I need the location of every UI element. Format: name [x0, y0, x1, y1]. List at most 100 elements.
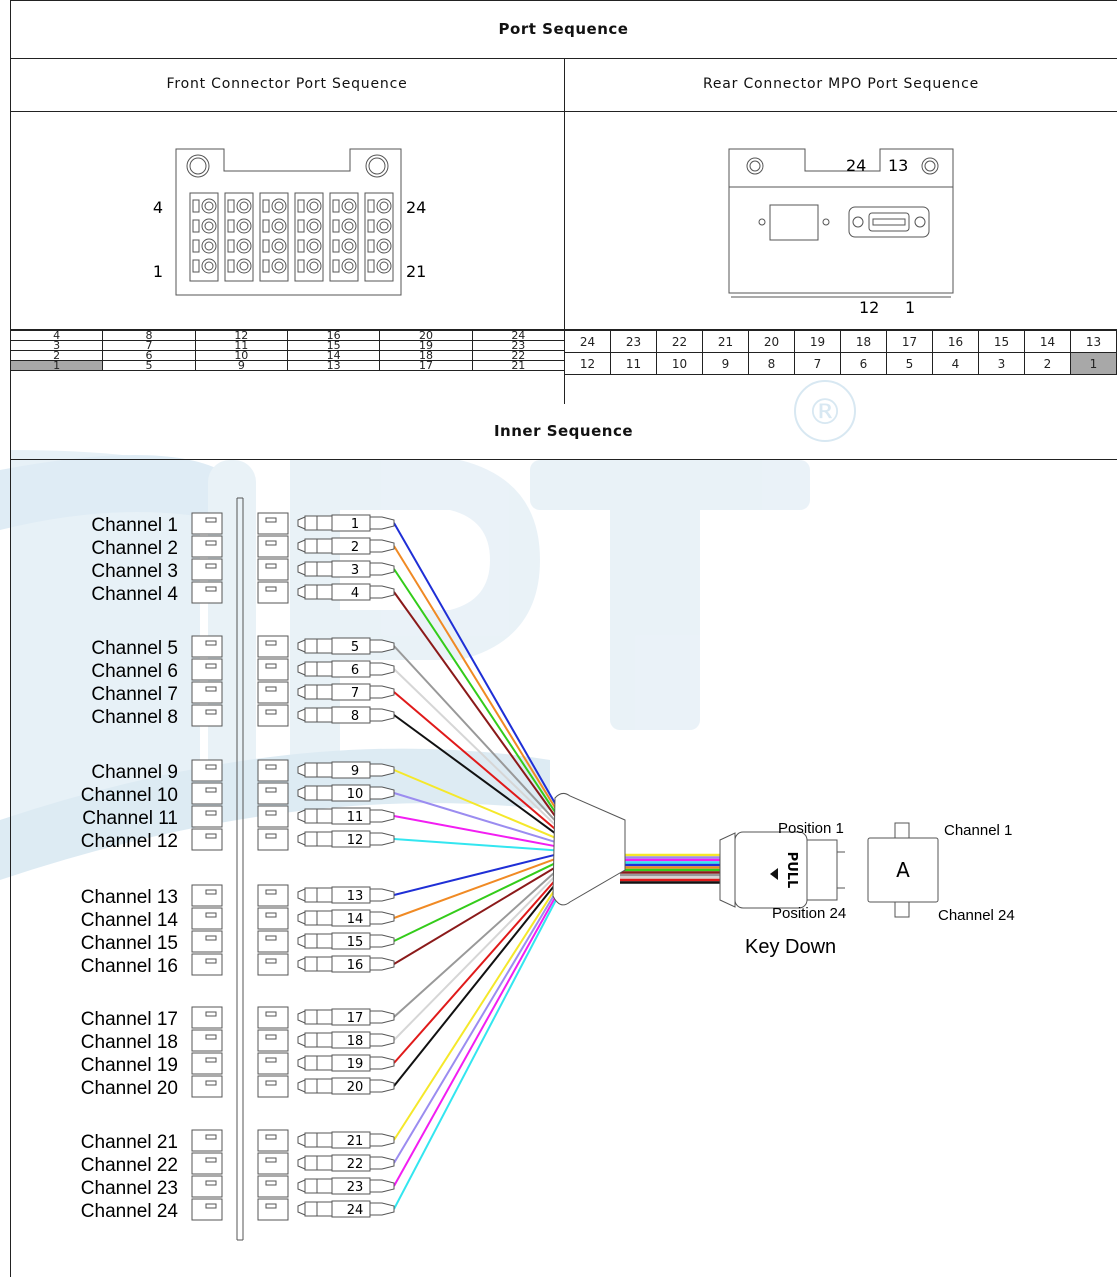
fiber-14 [393, 857, 557, 919]
svg-text:®: ® [807, 392, 843, 433]
connector-number: 1 [351, 517, 359, 532]
divider [10, 58, 1117, 59]
connector-number: 2 [351, 540, 359, 555]
fiber-10 [393, 792, 557, 844]
channel-label: Channel 24 [81, 1201, 179, 1222]
table-cell: 1 [1070, 352, 1117, 375]
channel-label: Channel 9 [91, 762, 178, 783]
mpo-connector [719, 831, 845, 909]
table-cell: 11 [610, 352, 657, 375]
fiber-22 [393, 891, 557, 1164]
fiber-17 [393, 870, 557, 1018]
connector-number: 14 [347, 912, 364, 927]
table-cell: 7 [794, 352, 841, 375]
table-cell: 12 [564, 352, 611, 375]
position-24-label: Position 24 [772, 905, 846, 922]
fiber-21 [393, 887, 557, 1141]
table-cell: 3 [978, 352, 1025, 375]
fiber-16 [393, 866, 557, 965]
channel-9: Channel 9 9 [91, 759, 395, 783]
connector-number: 10 [347, 787, 364, 802]
table-cell: 22 [656, 330, 703, 353]
table-cell: 16 [932, 330, 979, 353]
connector-number: 20 [347, 1080, 364, 1095]
fanout-breakout [552, 792, 626, 906]
channel-label: Channel 2 [91, 538, 178, 559]
fiber-11 [393, 815, 557, 848]
table-cell: 2 [1024, 352, 1071, 375]
divider [10, 111, 1117, 112]
channel-label: Channel 3 [91, 561, 178, 582]
pull-label: PULL [784, 852, 799, 889]
channel-label: Channel 20 [81, 1078, 178, 1099]
fiber-8 [393, 714, 557, 835]
fiber-4 [393, 591, 557, 818]
connector-number: 9 [351, 764, 359, 779]
channel-label: Channel 6 [91, 661, 178, 682]
front-port-column [364, 192, 394, 282]
adapter-channel-1: Channel 1 [944, 822, 1012, 839]
channel-label: Channel 18 [81, 1032, 178, 1053]
rear-label-24: 24 [846, 156, 866, 175]
front-port-column [224, 192, 254, 282]
table-cell: 4 [932, 352, 979, 375]
channel-20: Channel 20 20 [81, 1075, 395, 1099]
rear-mpo-diagram: 24 13 12 1 [728, 148, 954, 317]
table-cell: 6 [840, 352, 887, 375]
table-cell: 18 [840, 330, 887, 353]
rear-label-12: 12 [859, 298, 879, 317]
fiber-1 [393, 522, 557, 806]
table-cell: 19 [794, 330, 841, 353]
connector-number: 12 [347, 833, 364, 848]
connector-number: 16 [347, 958, 364, 973]
fiber-9 [393, 769, 557, 839]
channel-label: Channel 13 [81, 887, 178, 908]
channel-label: Channel 19 [81, 1055, 178, 1076]
channel-label: Channel 5 [91, 638, 178, 659]
table-cell: 21 [702, 330, 749, 353]
table-cell: 21 [471, 360, 566, 371]
table-cell: 10 [656, 352, 703, 375]
fiber-23 [393, 895, 557, 1187]
inner-section-title: Inner Sequence [493, 422, 634, 440]
channel-label: Channel 7 [91, 684, 178, 705]
fiber-15 [393, 861, 557, 942]
divider [564, 58, 565, 404]
outer-frame [10, 0, 1117, 1277]
table-cell: 5 [102, 360, 196, 371]
fiber-7 [393, 691, 557, 831]
front-port-column [329, 192, 359, 282]
rear-label-13: 13 [888, 156, 908, 175]
channel-label: Channel 8 [91, 707, 178, 728]
channel-13: Channel 13 13 [81, 884, 395, 908]
front-label-21: 21 [406, 262, 426, 281]
table-cell: 14 [1024, 330, 1071, 353]
connector-number: 4 [351, 586, 359, 601]
front-connector-diagram: 4 1 24 21 [153, 148, 426, 296]
rear-label-1: 1 [905, 298, 915, 317]
fiber-5 [393, 645, 557, 823]
connector-number: 15 [347, 935, 364, 950]
connector-number: 13 [347, 889, 364, 904]
table-cell: 9 [194, 360, 288, 371]
connector-number: 6 [351, 663, 359, 678]
